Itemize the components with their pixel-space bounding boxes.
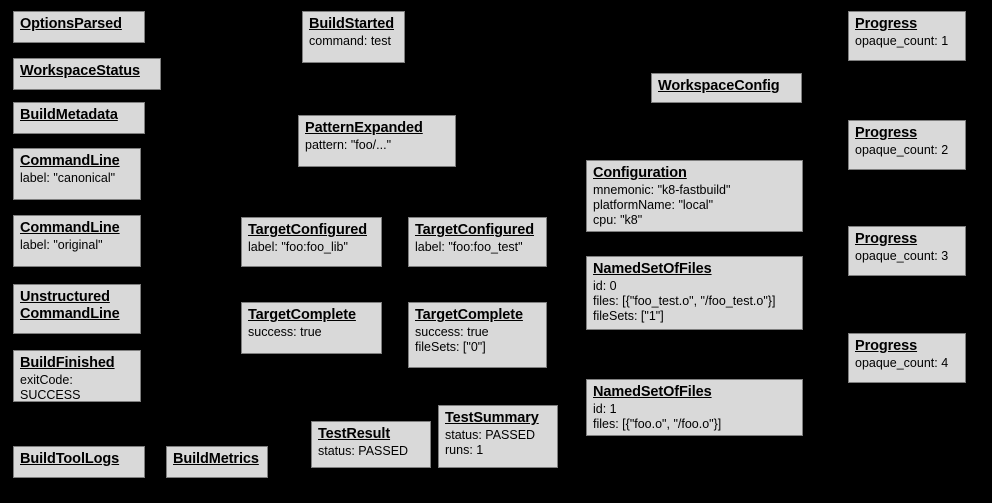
node-title: TargetComplete bbox=[415, 307, 523, 323]
node-title: Progress bbox=[855, 338, 918, 354]
node-title: Progress bbox=[855, 231, 918, 247]
node-fields: status: PASSED bbox=[318, 444, 409, 458]
node-title: Progress bbox=[855, 125, 918, 141]
node-fields: mnemonic: "k8-fastbuild" platformName: "… bbox=[593, 183, 731, 227]
node-named-set-of-files-0[interactable]: NamedSetOfFiles id: 0 files: [{"foo_test.… bbox=[586, 256, 803, 330]
node-unstructured-command-line[interactable]: Unstructured CommandLine bbox=[13, 284, 141, 334]
node-fields: opaque_count: 4 bbox=[855, 356, 949, 370]
node-progress-2[interactable]: Progress opaque_count: 2 bbox=[848, 120, 966, 170]
node-fields: opaque_count: 1 bbox=[855, 34, 949, 48]
node-build-tool-logs[interactable]: BuildToolLogs bbox=[13, 446, 145, 478]
node-title: PatternExpanded bbox=[305, 120, 423, 136]
node-title: NamedSetOfFiles bbox=[593, 384, 712, 400]
node-fields: opaque_count: 3 bbox=[855, 249, 949, 263]
node-title: CommandLine bbox=[20, 220, 120, 236]
node-fields: id: 0 files: [{"foo_test.o", "/foo_test.… bbox=[593, 279, 776, 323]
node-fields: command: test bbox=[309, 34, 391, 48]
node-fields: status: PASSED runs: 1 bbox=[445, 428, 536, 457]
node-command-line-original[interactable]: CommandLine label: "original" bbox=[13, 215, 141, 267]
node-options-parsed[interactable]: OptionsParsed bbox=[13, 11, 145, 43]
node-fields: label: "canonical" bbox=[20, 171, 116, 185]
node-title: TestResult bbox=[318, 426, 391, 442]
node-fields: label: "original" bbox=[20, 238, 103, 252]
node-build-metrics[interactable]: BuildMetrics bbox=[166, 446, 268, 478]
node-title: Configuration bbox=[593, 165, 687, 181]
node-target-complete-test[interactable]: TargetComplete success: true fileSets: ["… bbox=[408, 302, 547, 368]
node-title: OptionsParsed bbox=[20, 16, 122, 32]
node-configuration[interactable]: Configuration mnemonic: "k8-fastbuild" pl… bbox=[586, 160, 803, 232]
node-title: Unstructured CommandLine bbox=[20, 289, 120, 322]
node-fields: label: "foo:foo_test" bbox=[415, 240, 523, 254]
node-progress-3[interactable]: Progress opaque_count: 3 bbox=[848, 226, 966, 276]
node-fields: label: "foo:foo_lib" bbox=[248, 240, 348, 254]
node-fields: success: true fileSets: ["0"] bbox=[415, 325, 489, 354]
node-target-configured-foo-test[interactable]: TargetConfigured label: "foo:foo_test" bbox=[408, 217, 547, 267]
node-fields: id: 1 files: [{"foo.o", "/foo.o"}] bbox=[593, 402, 722, 431]
node-title: NamedSetOfFiles bbox=[593, 261, 712, 277]
node-title: TestSummary bbox=[445, 410, 539, 426]
node-title: BuildMetrics bbox=[173, 451, 259, 467]
node-pattern-expanded[interactable]: PatternExpanded pattern: "foo/..." bbox=[298, 115, 456, 167]
node-test-summary[interactable]: TestSummary status: PASSED runs: 1 bbox=[438, 405, 558, 468]
node-fields: pattern: "foo/..." bbox=[305, 138, 392, 152]
node-title: WorkspaceConfig bbox=[658, 78, 780, 94]
node-fields: success: true bbox=[248, 325, 322, 339]
node-fields: exitCode: SUCCESS bbox=[20, 373, 81, 402]
node-progress-1[interactable]: Progress opaque_count: 1 bbox=[848, 11, 966, 61]
node-build-started[interactable]: BuildStarted command: test bbox=[302, 11, 405, 63]
node-title: Progress bbox=[855, 16, 918, 32]
node-title: TargetComplete bbox=[248, 307, 356, 323]
node-fields: opaque_count: 2 bbox=[855, 143, 949, 157]
node-build-finished[interactable]: BuildFinished exitCode: SUCCESS bbox=[13, 350, 141, 402]
node-title: WorkspaceStatus bbox=[20, 63, 140, 79]
node-title: BuildToolLogs bbox=[20, 451, 120, 467]
node-test-result[interactable]: TestResult status: PASSED bbox=[311, 421, 431, 468]
node-target-configured-foo-lib[interactable]: TargetConfigured label: "foo:foo_lib" bbox=[241, 217, 382, 267]
node-title: TargetConfigured bbox=[248, 222, 367, 238]
node-workspace-status[interactable]: WorkspaceStatus bbox=[13, 58, 161, 90]
node-title: BuildStarted bbox=[309, 16, 395, 32]
node-named-set-of-files-1[interactable]: NamedSetOfFiles id: 1 files: [{"foo.o", "… bbox=[586, 379, 803, 436]
node-title: TargetConfigured bbox=[415, 222, 534, 238]
node-title: BuildMetadata bbox=[20, 107, 118, 123]
node-command-line-canonical[interactable]: CommandLine label: "canonical" bbox=[13, 148, 141, 200]
node-workspace-config[interactable]: WorkspaceConfig bbox=[651, 73, 802, 103]
node-build-metadata[interactable]: BuildMetadata bbox=[13, 102, 145, 134]
node-title: BuildFinished bbox=[20, 355, 115, 371]
node-title: CommandLine bbox=[20, 153, 120, 169]
node-progress-4[interactable]: Progress opaque_count: 4 bbox=[848, 333, 966, 383]
node-target-complete-lib[interactable]: TargetComplete success: true bbox=[241, 302, 382, 354]
